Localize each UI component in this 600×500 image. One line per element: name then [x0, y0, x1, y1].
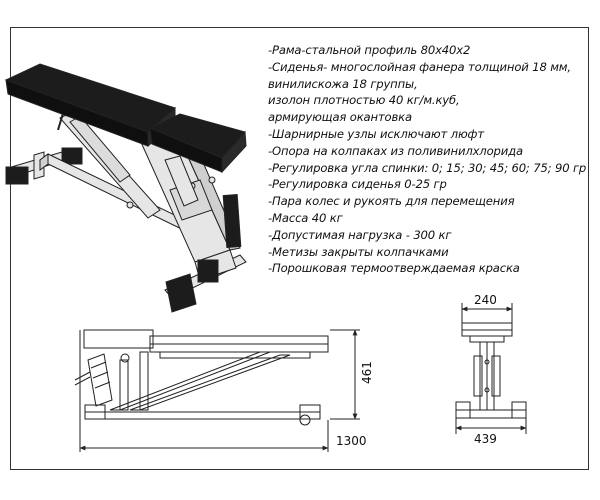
- front-dimensions: [455, 303, 527, 434]
- front-view: [455, 322, 527, 419]
- bench-3d-view: [4, 63, 247, 313]
- spec-line: винилискожа 18 группы,: [268, 76, 418, 91]
- spec-line: -Метизы закрыты колпачками: [268, 244, 449, 259]
- drawing-frame: [10, 27, 589, 470]
- base-width-dimension-label: 439: [474, 432, 497, 446]
- side-dimensions: [79, 329, 360, 452]
- side-wheel: [299, 414, 311, 426]
- spec-line: -Пара колес и рукоять для перемещения: [268, 194, 515, 209]
- side-ladder: [87, 353, 113, 407]
- side-base-bar: [84, 411, 321, 420]
- height-dimension-label: 461: [360, 361, 374, 384]
- side-seat-pad: [149, 335, 329, 353]
- spec-line: -Шарнирные узлы исключают люфт: [268, 126, 484, 141]
- spec-line: -Масса 40 кг: [268, 210, 343, 225]
- pivot-pin: [126, 201, 134, 209]
- spec-line: -Рама-стальной профиль 80х40х2: [268, 43, 471, 57]
- spec-line: -Регулировка сиденья 0-25 гр: [268, 177, 447, 192]
- front-foot-cap: [165, 273, 197, 313]
- side-backrest-pad: [83, 329, 154, 349]
- spec-line: -Допустимая нагрузка - 300 кг: [268, 227, 452, 242]
- side-seat-rail: [159, 351, 311, 359]
- front-wheel: [197, 259, 219, 283]
- adjust-ladder: [222, 194, 242, 248]
- side-rear-foot: [84, 404, 106, 420]
- spec-line: -Опора на колпаках из поливинилхлорида: [268, 143, 523, 158]
- front-foot-right: [511, 401, 527, 419]
- side-view: [74, 329, 329, 426]
- spec-line: -Регулировка угла спинки: 0; 15; 30; 45;…: [268, 160, 587, 175]
- spec-line: изолон плотностью 40 кг/м.куб,: [268, 93, 460, 108]
- spec-line: -Порошковая термоотверждаемая краска: [268, 261, 520, 276]
- front-foot-left: [455, 401, 471, 419]
- rear-foot-cap-right: [61, 147, 83, 165]
- side-diagonal-strut: [109, 351, 271, 411]
- spec-line: армирующая окантовка: [268, 110, 412, 125]
- side-rear-post: [119, 359, 129, 411]
- spec-list: -Рама-стальной профиль 80х40х2 -Сиденья-…: [268, 42, 588, 277]
- spec-line: -Сиденья- многослойная фанера толщиной 1…: [268, 59, 571, 74]
- rear-foot-cap-left: [5, 166, 29, 185]
- length-dimension-label: 1300: [336, 434, 367, 448]
- front-base-bar: [455, 409, 527, 419]
- top-width-dimension-label: 240: [474, 293, 497, 307]
